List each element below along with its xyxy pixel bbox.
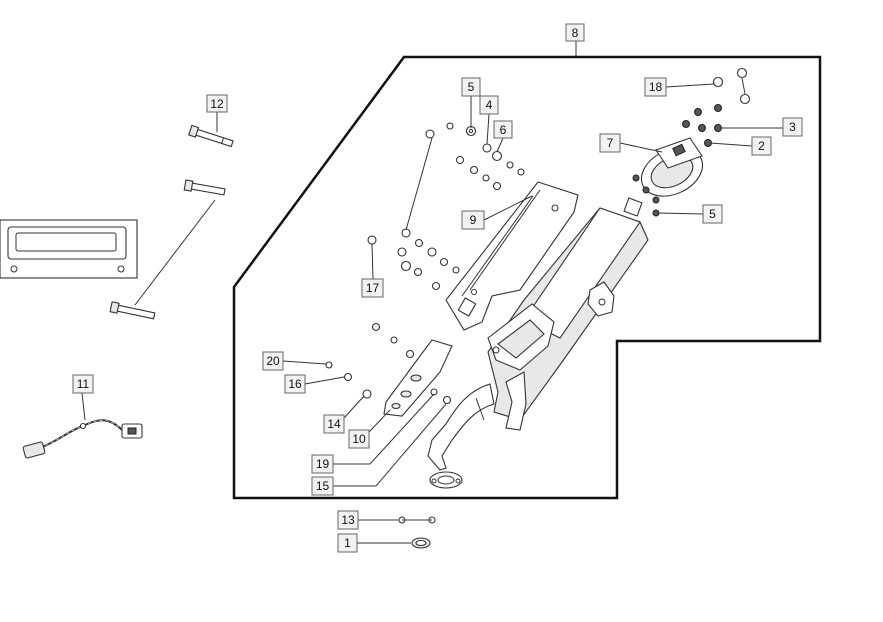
callout-19: 19 [311, 454, 334, 474]
svg-text:10: 10 [352, 432, 366, 446]
upper-heat-shield-part-9 [445, 181, 579, 331]
callout-4: 4 [479, 95, 499, 115]
callout-5-top: 5 [461, 77, 481, 97]
callout-9: 9 [461, 210, 485, 230]
callout-2: 2 [751, 136, 772, 156]
bolts-part-13 [398, 516, 436, 524]
callout-8: 8 [565, 23, 585, 42]
callout-17: 17 [361, 278, 384, 298]
fasteners-cluster-right [632, 67, 751, 217]
callout-14: 14 [323, 414, 345, 434]
muffler-body [427, 197, 649, 489]
callout-7: 7 [599, 133, 621, 153]
svg-text:2: 2 [758, 139, 765, 153]
callout-15: 15 [311, 476, 334, 496]
fasteners-cluster-top [425, 122, 525, 191]
callout-6: 6 [493, 120, 513, 139]
gasket-ring-part-1 [411, 537, 431, 549]
svg-text:3: 3 [789, 120, 796, 134]
svg-text:18: 18 [649, 80, 663, 94]
svg-text:5: 5 [709, 207, 716, 221]
callout-20: 20 [262, 351, 284, 371]
svg-text:20: 20 [266, 354, 280, 368]
callout-18: 18 [644, 77, 667, 97]
leader-lines [81, 41, 783, 544]
svg-text:15: 15 [316, 479, 330, 493]
svg-text:9: 9 [470, 213, 477, 227]
svg-text:1: 1 [344, 536, 351, 550]
svg-text:13: 13 [341, 513, 355, 527]
svg-text:5: 5 [468, 80, 475, 94]
fasteners-cluster-lower [325, 322, 452, 405]
callout-11: 11 [72, 374, 94, 394]
lower-heat-shield-part-10 [383, 339, 453, 417]
end-cap-part-7 [640, 137, 704, 197]
callout-1: 1 [337, 533, 358, 553]
svg-text:6: 6 [500, 123, 507, 137]
assembly-outline [232, 55, 822, 500]
callout-16: 16 [284, 374, 306, 394]
long-bolts-part-12 [109, 124, 234, 320]
callout-3: 3 [782, 117, 803, 137]
svg-text:17: 17 [366, 281, 380, 295]
svg-text:8: 8 [572, 26, 579, 40]
svg-text:4: 4 [486, 98, 493, 112]
callout-12: 12 [206, 94, 228, 113]
oxygen-sensor-part-11 [22, 419, 143, 459]
callout-13: 13 [337, 510, 359, 530]
svg-text:7: 7 [607, 136, 614, 150]
svg-text:11: 11 [77, 377, 90, 391]
svg-text:19: 19 [316, 457, 330, 471]
svg-text:12: 12 [210, 97, 224, 111]
svg-text:16: 16 [288, 377, 302, 391]
heat-shield-plate [0, 219, 138, 279]
fasteners-cluster-mid [367, 137, 460, 291]
callout-5-right: 5 [702, 204, 723, 224]
svg-text:14: 14 [327, 417, 341, 431]
callout-10: 10 [348, 429, 370, 449]
